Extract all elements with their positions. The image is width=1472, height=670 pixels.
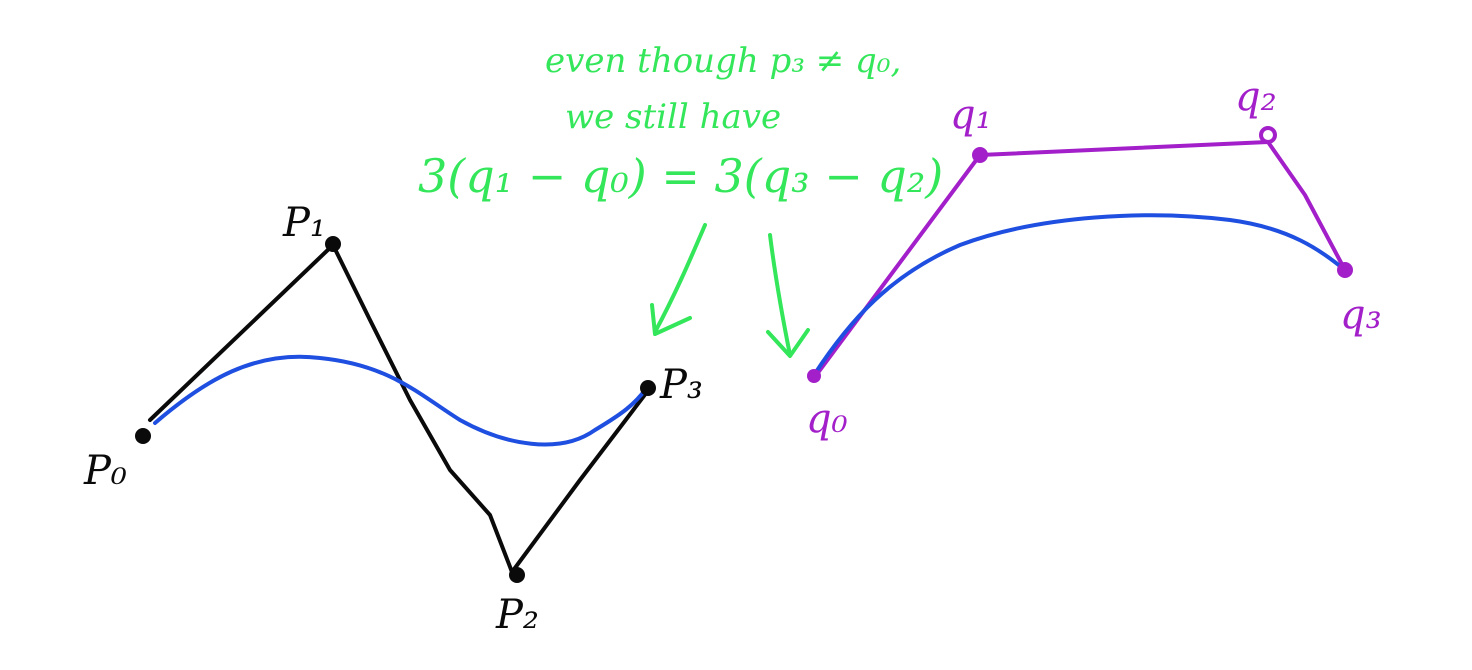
label-q1: q₁ xyxy=(950,92,992,138)
label-p1: P₁ xyxy=(282,200,326,246)
left-bezier-curve xyxy=(153,354,650,447)
label-p2: P₂ xyxy=(495,592,539,638)
left-bezier-group: P₀ P₁ P₂ P₃ xyxy=(83,200,703,638)
annotation-group: even though p₃ ≠ q₀, we still have 3(q₁ … xyxy=(418,41,943,358)
left-control-polygon xyxy=(148,243,652,574)
right-bezier-curve xyxy=(812,213,1347,377)
arrow-to-p3 xyxy=(653,223,707,334)
arrow-to-q0-head xyxy=(766,328,810,358)
label-p0: P₀ xyxy=(83,448,127,494)
label-p3: P₃ xyxy=(659,362,703,408)
label-q0: q₀ xyxy=(806,396,848,442)
right-point-q2 xyxy=(1259,126,1277,144)
label-q3: q₃ xyxy=(1340,292,1382,338)
annotation-line-1: even though p₃ ≠ q₀, xyxy=(545,41,901,81)
left-point-p0 xyxy=(135,428,151,444)
right-point-q3 xyxy=(1337,262,1353,278)
right-bezier-group: q₀ q₁ q₂ q₃ xyxy=(806,74,1382,442)
arrow-to-p3-head xyxy=(650,303,692,336)
left-point-p3 xyxy=(640,380,656,396)
annotation-line-2: we still have xyxy=(565,97,781,137)
right-point-q0 xyxy=(807,369,821,383)
left-point-p2 xyxy=(509,567,525,583)
annotation-line-3: 3(q₁ − q₀) = 3(q₃ − q₂) xyxy=(418,149,943,203)
arrow-to-q0 xyxy=(768,233,792,357)
label-q2: q₂ xyxy=(1235,74,1277,120)
left-point-p1 xyxy=(325,236,341,252)
right-point-q1 xyxy=(972,147,988,163)
